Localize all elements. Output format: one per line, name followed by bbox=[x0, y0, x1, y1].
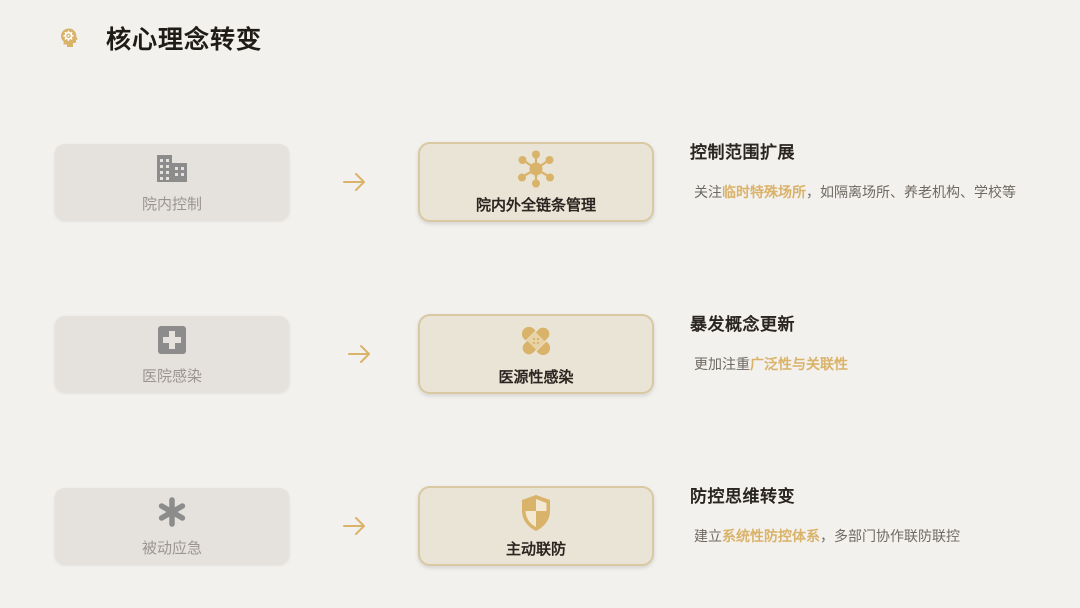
concept-description: 暴发概念更新 更加注重广泛性与关联性 bbox=[690, 310, 1040, 378]
concept-description: 控制范围扩展 关注临时特殊场所，如隔离场所、养老机构、学校等 bbox=[690, 138, 1040, 206]
new-concept-card: 院内外全链条管理 bbox=[418, 142, 654, 222]
description-text: 更加注重广泛性与关联性 bbox=[690, 353, 1040, 378]
bandage-icon bbox=[517, 322, 555, 360]
new-concept-card: 主动联防 bbox=[418, 486, 654, 566]
description-title: 防控思维转变 bbox=[690, 487, 795, 507]
description-highlight: 系统性防控体系 bbox=[722, 529, 820, 545]
description-prefix: 关注 bbox=[694, 185, 722, 201]
description-prefix: 更加注重 bbox=[694, 357, 750, 373]
old-concept-label: 院内控制 bbox=[141, 194, 202, 213]
new-concept-label: 院内外全链条管理 bbox=[475, 195, 596, 214]
new-concept-card: 医源性感染 bbox=[418, 314, 654, 394]
old-concept-label: 被动应急 bbox=[141, 538, 202, 557]
concept-description: 防控思维转变 建立系统性防控体系，多部门协作联防联控 bbox=[690, 482, 1040, 550]
arrow-right-icon bbox=[342, 170, 368, 194]
lightbulb-gear-icon bbox=[58, 27, 80, 49]
description-highlight: 临时特殊场所 bbox=[722, 185, 806, 201]
transition-row-outbreak: 医院感染 医源性感染 暴发概念更新 更加注重广泛性与关联性 bbox=[0, 314, 1080, 406]
building-icon bbox=[156, 151, 188, 183]
old-concept-label: 医院感染 bbox=[141, 366, 202, 385]
description-suffix: ，多部门协作联防联控 bbox=[820, 529, 960, 545]
description-title: 暴发概念更新 bbox=[690, 315, 795, 335]
page-header: 核心理念转变 bbox=[58, 20, 262, 56]
description-text: 建立系统性防控体系，多部门协作联防联控 bbox=[690, 525, 1040, 550]
old-concept-card: 医院感染 bbox=[55, 316, 289, 392]
medical-cross-icon bbox=[157, 323, 187, 355]
arrow-right-icon bbox=[342, 514, 368, 538]
transition-row-mindset: 被动应急 主动联防 防控思维转变 建立系统性防控体系，多部门协作联防联控 bbox=[0, 486, 1080, 578]
asterisk-icon bbox=[157, 495, 187, 527]
description-highlight: 广泛性与关联性 bbox=[750, 357, 848, 373]
shield-icon bbox=[520, 494, 552, 532]
new-concept-label: 医源性感染 bbox=[498, 367, 574, 386]
page-title: 核心理念转变 bbox=[106, 25, 263, 54]
transition-row-scope: 院内控制 院内外全链条管理 控制范围扩展 关注临时特殊场 bbox=[0, 142, 1080, 234]
description-title: 控制范围扩展 bbox=[690, 143, 795, 163]
description-suffix: ，如隔离场所、养老机构、学校等 bbox=[806, 185, 1016, 201]
arrow-right-icon bbox=[347, 342, 373, 366]
old-concept-card: 被动应急 bbox=[55, 488, 289, 564]
description-prefix: 建立 bbox=[694, 529, 722, 545]
old-concept-card: 院内控制 bbox=[55, 144, 289, 220]
description-text: 关注临时特殊场所，如隔离场所、养老机构、学校等 bbox=[690, 181, 1040, 206]
network-nodes-icon bbox=[516, 150, 556, 188]
new-concept-label: 主动联防 bbox=[505, 539, 566, 558]
